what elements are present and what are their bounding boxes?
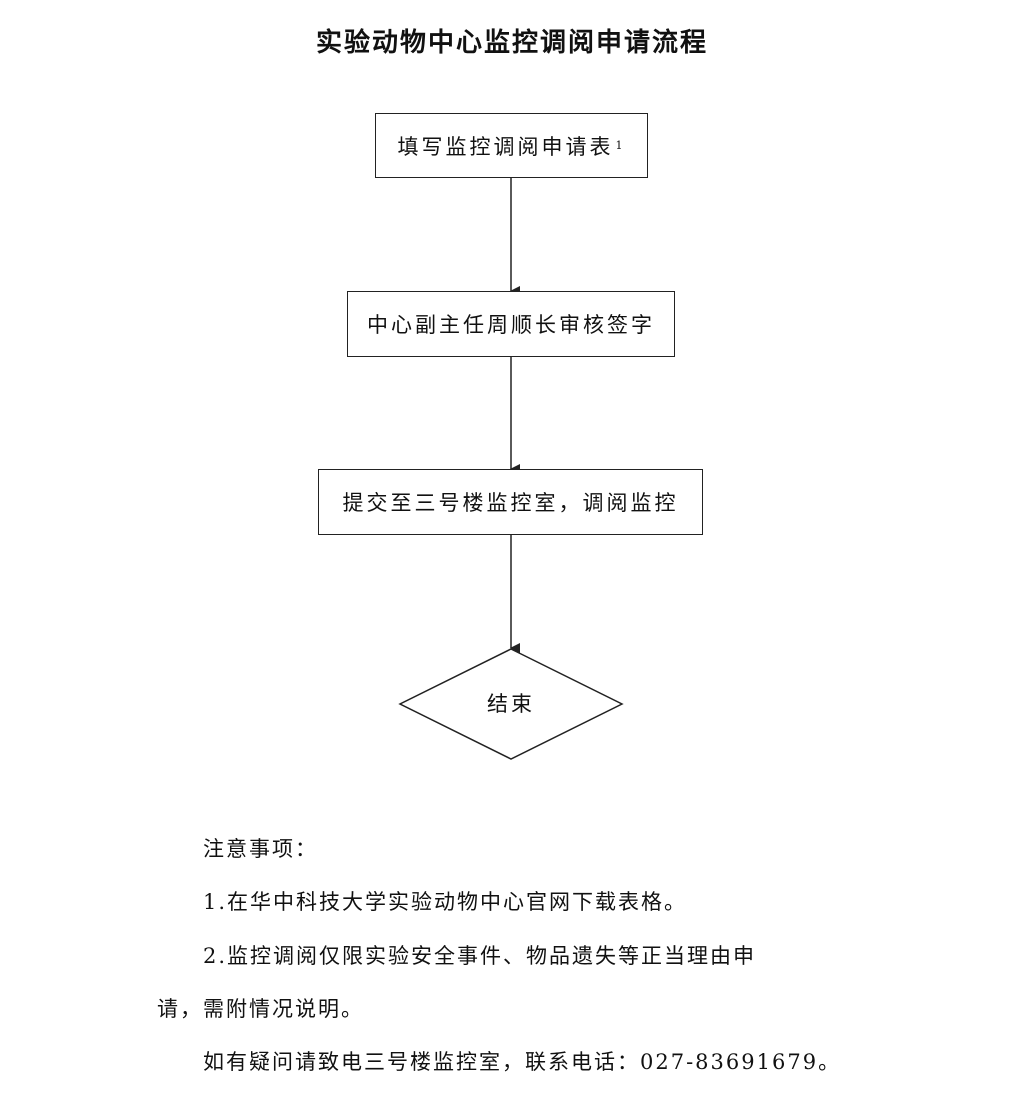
notes-item-2-line-2: 请，需附情况说明。 [157, 997, 364, 1021]
step-label: 中心副主任周顺长审核签字 [367, 313, 655, 337]
step-label: 提交至三号楼监控室，调阅监控 [342, 491, 679, 515]
notes-heading: 注意事项： [203, 837, 318, 861]
step-submit-to-monitor-room: 提交至三号楼监控室，调阅监控 [318, 469, 703, 535]
notes-contact: 如有疑问请致电三号楼监控室，联系电话：027-83691679。 [203, 1050, 842, 1074]
footnote-marker: 1 [615, 139, 626, 152]
end-label: 结束 [487, 692, 535, 716]
notes-item-2-line-1: 2.监控调阅仅限实验安全事件、物品遗失等正当理由申 [203, 944, 757, 968]
step-deputy-director-review: 中心副主任周顺长审核签字 [347, 291, 675, 357]
step-label: 填写监控调阅申请表 [397, 134, 614, 159]
page-title: 实验动物中心监控调阅申请流程 [315, 28, 708, 58]
notes-item-1: 1.在华中科技大学实验动物中心官网下载表格。 [203, 890, 688, 914]
end-diamond [398, 648, 624, 760]
